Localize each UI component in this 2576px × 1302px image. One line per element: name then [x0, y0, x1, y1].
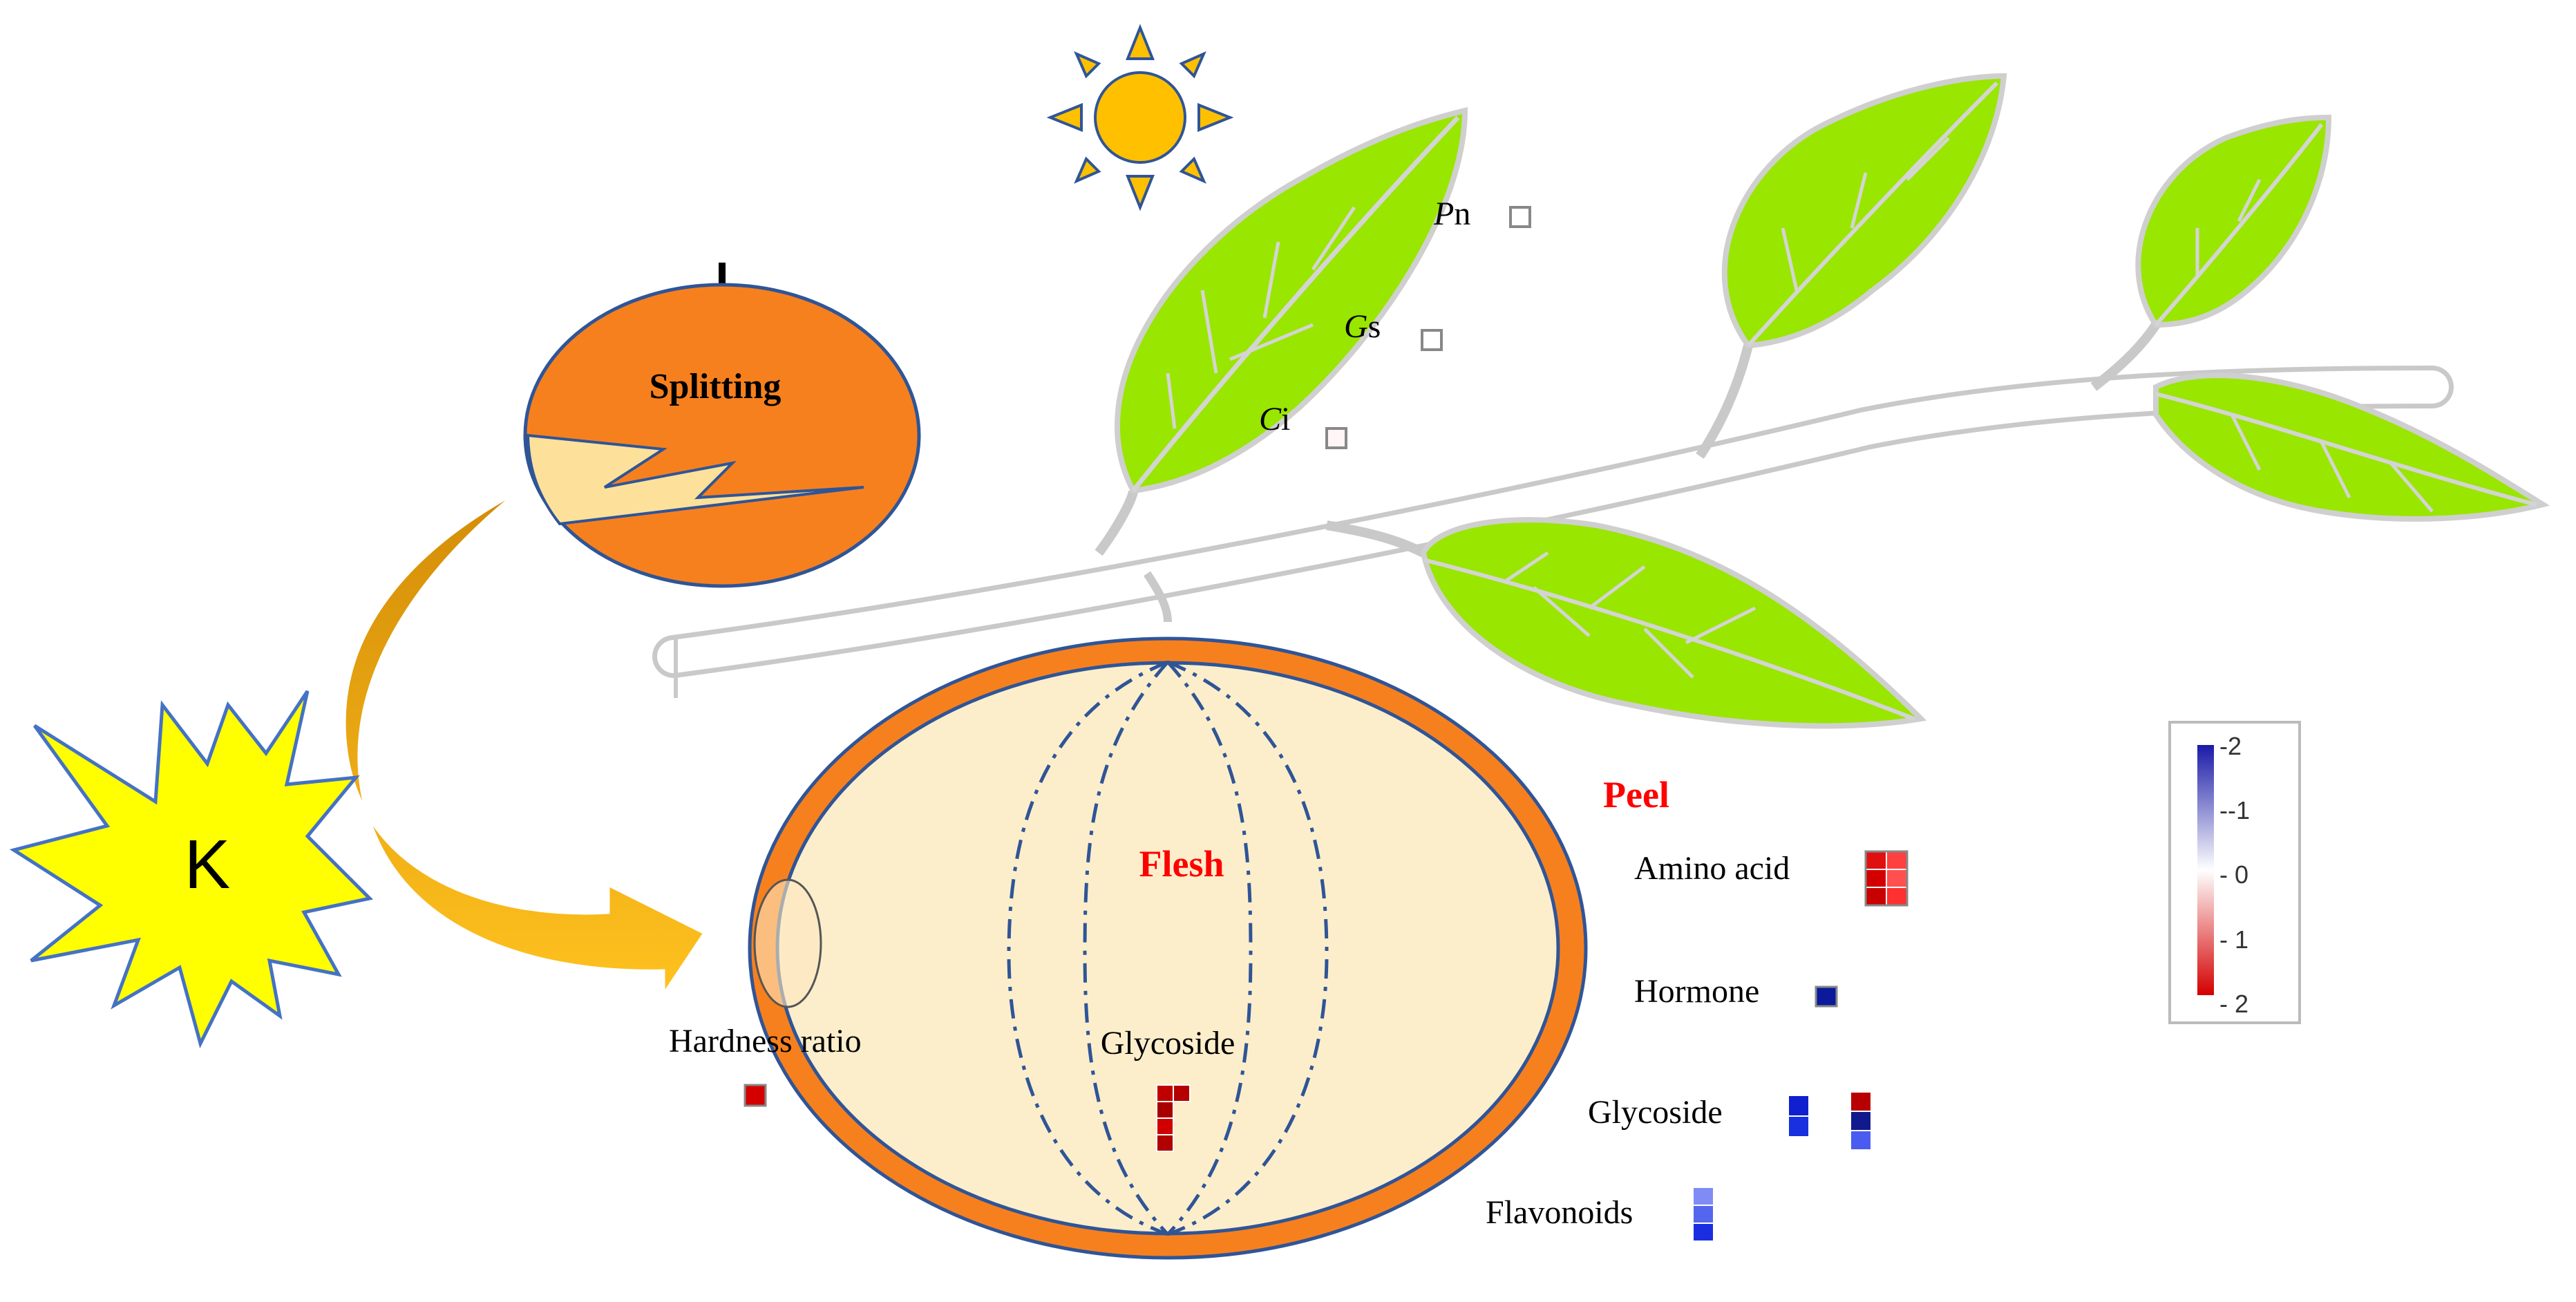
- k-label: K: [184, 826, 231, 903]
- curved-arrow: [342, 487, 708, 1001]
- hardness-sample-region: [753, 878, 822, 1008]
- svg-text:Ci: Ci: [1259, 401, 1290, 437]
- flavonoids-label: Flavonoids: [1486, 1194, 1633, 1231]
- leaf-upper-right: [2135, 114, 2332, 328]
- flavonoids-heatmap: [1692, 1187, 1714, 1242]
- amino-acid-heatmap: [1864, 850, 1909, 907]
- peel-label: Peel: [1603, 774, 1669, 815]
- leaf-large: [1114, 106, 1468, 494]
- pn-indicator-box: [1509, 206, 1531, 228]
- legend-tick-neg2: -2: [2219, 732, 2242, 760]
- peel-glycoside-heatmap-a: [1788, 1095, 1810, 1138]
- svg-text:Pn: Pn: [1433, 196, 1470, 232]
- gs-indicator-box: [1421, 329, 1443, 351]
- leaf-param-pn: Pn: [1433, 196, 1531, 232]
- flesh-label: Flesh: [1139, 843, 1224, 885]
- legend-tick-neg1: --1: [2219, 796, 2250, 824]
- flesh-glycoside-label: Glycoside: [1101, 1025, 1235, 1062]
- leaf-param-ci: Ci: [1259, 401, 1347, 449]
- legend-gradient-bar: [2197, 745, 2214, 995]
- splitting-label: Splitting: [650, 367, 782, 406]
- ci-indicator-box: [1325, 427, 1347, 449]
- color-scale-legend: -2 --1 - 0 - 1 - 2: [2168, 721, 2301, 1024]
- leaf-upper-middle: [1721, 73, 2007, 349]
- peel-glycoside-heatmap-b: [1850, 1091, 1872, 1151]
- amino-acid-label: Amino acid: [1634, 850, 1790, 887]
- split-fruit: Splitting: [523, 263, 921, 588]
- leaf-param-gs: Gs: [1344, 308, 1443, 351]
- fruit-stem: [719, 263, 726, 292]
- hormone-label: Hormone: [1634, 973, 1759, 1010]
- legend-tick-1: - 1: [2219, 925, 2248, 954]
- sun-icon: [1046, 23, 1234, 211]
- fruit-cross-section: Flesh Glycoside: [748, 636, 1588, 1260]
- legend-tick-2: - 2: [2219, 990, 2248, 1018]
- hardness-ratio-label: Hardness ratio: [669, 1023, 862, 1059]
- svg-text:Gs: Gs: [1344, 308, 1381, 345]
- legend-frame: [2168, 721, 2301, 1024]
- peel-glycoside-label: Glycoside: [1588, 1094, 1723, 1131]
- potassium-k-burst: K: [9, 690, 374, 1048]
- legend-tick-0: - 0: [2219, 860, 2248, 889]
- leaf-right: [2153, 372, 2550, 522]
- flesh-glycoside-heatmap: [1156, 1084, 1191, 1152]
- hormone-cell: [1815, 985, 1838, 1008]
- leaf-lower: [1420, 517, 1927, 729]
- hardness-ratio-cell: [744, 1084, 767, 1107]
